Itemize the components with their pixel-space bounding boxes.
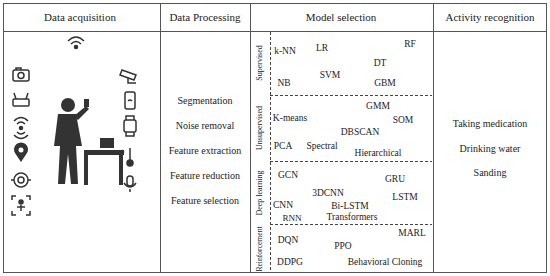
table-border: [4, 4, 547, 273]
model-name: k-NN: [274, 46, 296, 56]
band-dividers: [270, 32, 432, 272]
model-band: Supervised k-NN LR DT RF SVM GBM NB: [251, 32, 432, 95]
sensor-icon: [11, 173, 31, 187]
model-name: GMM: [366, 101, 390, 111]
processing-step: Segmentation: [178, 95, 233, 106]
model-name: NB: [277, 78, 290, 88]
model-name: RNN: [282, 213, 301, 223]
model-name: DBSCAN: [341, 127, 380, 137]
signal-icon: [68, 37, 84, 49]
activity-label: Taking medication: [453, 118, 528, 129]
model-name: 3DCNN: [312, 188, 344, 198]
model-band: Unsupervised GMM K-means SOM DBSCAN Spectral P…: [251, 96, 432, 161]
model-name: Spectral: [306, 141, 337, 151]
model-name: CNN: [273, 200, 293, 210]
processing-step: Noise removal: [176, 120, 235, 131]
scan-icon: [12, 196, 30, 215]
model-name: K-means: [273, 113, 307, 123]
header-rule: [4, 31, 547, 32]
column-header: Data acquisition: [44, 11, 116, 23]
model-name: SVM: [320, 70, 341, 80]
dashed-rule: [270, 161, 432, 162]
model-name: RF: [404, 39, 416, 49]
model-name: Bi-LSTM: [331, 201, 368, 211]
category-label: Unsupervised: [256, 106, 265, 150]
model-name: Transformers: [327, 212, 378, 222]
model-name: LSTM: [392, 192, 417, 202]
model-name: Behavioral Cloning: [348, 257, 423, 267]
model-name: SOM: [393, 115, 414, 125]
column-header: Model selection: [306, 11, 377, 23]
camera-icon: [13, 68, 29, 81]
person-figure: [54, 98, 89, 184]
processing-step: Feature selection: [171, 195, 239, 206]
column-rule: [433, 4, 434, 273]
category-label: Supervised: [256, 45, 265, 81]
column-header: Data Processing: [169, 11, 240, 23]
dashed-rule: [270, 224, 432, 225]
model-name: PCA: [274, 141, 292, 151]
location-icon: [14, 142, 28, 162]
table-grid: [4, 4, 547, 273]
acquisition-icons: [11, 37, 136, 215]
watch-icon: [124, 116, 136, 136]
column-cell: Data acquisition: [3, 3, 160, 273]
desk: [84, 138, 124, 185]
category-label: Reinforcement: [256, 226, 264, 271]
model-name: GCN: [278, 170, 298, 180]
cctv-icon: [120, 70, 136, 83]
router-icon: [13, 93, 29, 106]
model-band: Reinforcement MARL DQN PPO DDPG Behavioral Cl…: [251, 225, 432, 273]
model-name: DT: [374, 58, 387, 68]
column-header: Activity recognition: [446, 11, 535, 23]
thermometer-icon: [122, 148, 133, 166]
processing-step: Feature reduction: [170, 170, 240, 181]
activity-label: Drinking water: [460, 143, 521, 154]
processing-step: Feature extraction: [169, 145, 241, 156]
dashed-rule: [270, 32, 271, 272]
column-rule: [160, 4, 161, 273]
model-name: PPO: [334, 241, 351, 251]
model-name: GBM: [374, 78, 396, 88]
wifi-icon: [14, 118, 28, 139]
phone-icon: [125, 92, 135, 109]
model-name: LR: [316, 43, 328, 53]
model-band: Deep learning GCN GRU 3DCNN LSTM CNN Bi-LSTMTr…: [251, 162, 432, 224]
model-name: MARL: [398, 228, 425, 238]
category-label: Deep learning: [256, 170, 265, 215]
model-name: GRU: [385, 174, 405, 184]
model-name: DQN: [278, 235, 299, 245]
column-cell: Model selectionSupervised k-NN LR DT RF SVM GB…: [250, 3, 433, 273]
activity-label: Sanding: [474, 167, 507, 178]
column-rule: [250, 4, 251, 273]
model-name: DDPG: [277, 257, 303, 267]
microphone-icon: [124, 176, 136, 192]
column-cell: Activity recognitionTaking medicationDri…: [433, 3, 547, 273]
model-name: Hierarchical: [355, 148, 402, 158]
dashed-rule: [270, 95, 432, 96]
column-cell: Data ProcessingSegmentationNoise removal…: [160, 3, 250, 273]
